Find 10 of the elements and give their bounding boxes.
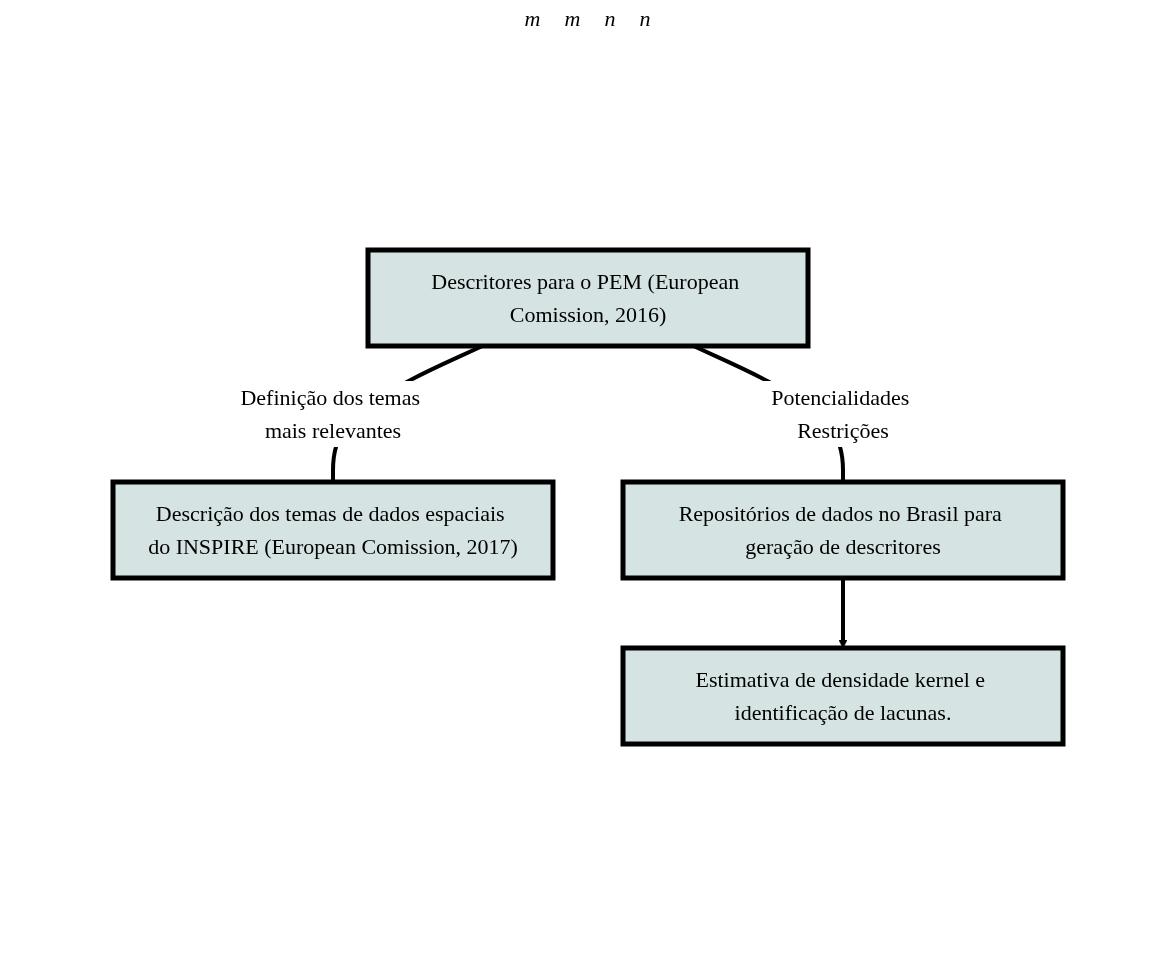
- node-box: Descritores para o PEM (European Comission, 2016): [365, 247, 810, 349]
- cardinality-label: m: [564, 6, 581, 32]
- edge-label: Potencialidades Restrições: [770, 385, 909, 443]
- cardinality-label: m: [524, 6, 541, 32]
- node-box: Estimativa de densidade kernel e identificação de lacunas.: [620, 645, 1065, 747]
- node-box: Repositórios de dados no Brasil para geração de descritores: [620, 479, 1065, 581]
- edge-label: Definição dos temas mais relevantes: [239, 385, 420, 443]
- cardinality-label: n: [604, 6, 616, 32]
- node-box: Descrição dos temas de dados espaciais do INSPIRE (European Comission, 2017): [110, 479, 555, 581]
- cardinality-label: n: [639, 6, 651, 32]
